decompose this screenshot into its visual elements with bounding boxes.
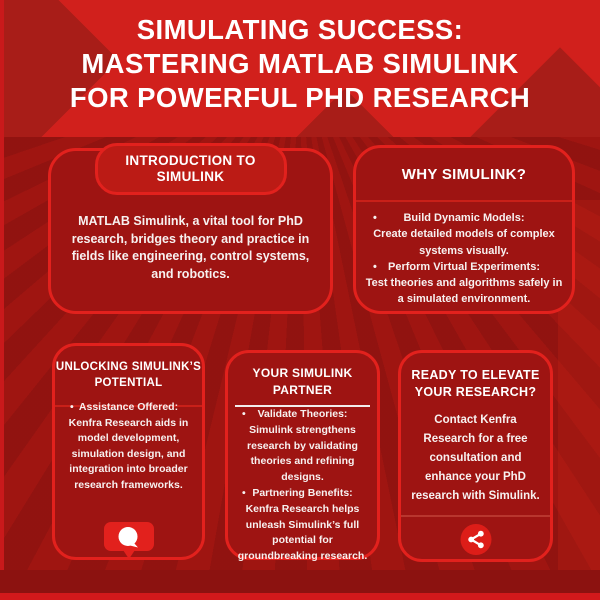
- header-band: [0, 0, 600, 137]
- card-ready-to-elevate: READY TO ELEVATE YOUR RESEARCH? Contact …: [398, 350, 553, 562]
- bullet-icon: •: [70, 401, 74, 413]
- card-introduction-header: INTRODUCTION TO SIMULINK: [94, 143, 287, 195]
- card-partner-list: • Validate Theories: Simulink strengthen…: [228, 399, 377, 565]
- title-line-3: FOR POWERFUL PHD RESEARCH: [69, 82, 531, 113]
- list-item-title: Build Dynamic Models:: [403, 212, 525, 224]
- card-cta-header: READY TO ELEVATE YOUR RESEARCH?: [411, 368, 540, 399]
- bullet-icon: •: [242, 408, 246, 420]
- divider: [401, 515, 550, 517]
- divider: [235, 405, 370, 407]
- card-introduction: INTRODUCTION TO SIMULINK MATLAB Simulink…: [48, 143, 333, 314]
- list-item-text: Test theories and algorithms safely in a…: [365, 277, 563, 306]
- card-unlocking-potential: UNLOCKING SIMULINK’S POTENTIAL • Assista…: [52, 343, 205, 560]
- list-item-title: Perform Virtual Experiments:: [387, 260, 540, 273]
- title-line-2: MASTERING MATLAB SIMULINK: [81, 48, 519, 79]
- left-edge-strip: [0, 0, 4, 600]
- card-unlocking-header: UNLOCKING SIMULINK’S POTENTIAL: [55, 361, 202, 389]
- divider: [55, 405, 202, 407]
- list-item-text: Kenfra Research helps unleash Simulink’s…: [237, 502, 368, 563]
- list-item: • Partnering Benefits: Kenfra Research h…: [232, 486, 373, 565]
- bullet-icon: •: [373, 212, 377, 224]
- card-partner-header: YOUR SIMULINK PARTNER: [252, 366, 353, 397]
- list-item-text: Simulink strengthens research by validat…: [247, 423, 358, 484]
- card-introduction-header-label: INTRODUCTION TO SIMULINK: [125, 153, 256, 184]
- list-item: • Validate Theories: Simulink strengthen…: [232, 407, 373, 486]
- list-item-title: Assistance Offered:: [78, 401, 179, 413]
- card-why-header: WHY SIMULINK?: [401, 165, 527, 183]
- card-simulink-partner: YOUR SIMULINK PARTNER • Validate Theorie…: [225, 350, 380, 562]
- list-item: • Build Dynamic Models: Create detailed …: [363, 210, 565, 259]
- card-unlocking-list: • Assistance Offered: Kenfra Research ai…: [55, 391, 202, 493]
- divider: [356, 200, 572, 202]
- chat-bubble-icon: [103, 522, 154, 560]
- bottom-band: [0, 570, 600, 593]
- card-cta-body: Contact Kenfra Research for a free consu…: [411, 414, 540, 502]
- bottom-edge-strip: [0, 593, 600, 600]
- share-icon: [460, 524, 491, 555]
- list-item: • Perform Virtual Experiments: Test theo…: [363, 259, 565, 308]
- list-item-text: Kenfra Research aids in model developmen…: [68, 416, 189, 491]
- card-why-list: • Build Dynamic Models: Create detailed …: [356, 200, 572, 308]
- bullet-icon: •: [242, 486, 246, 499]
- page-title: SIMULATING SUCCESS: MASTERING MATLAB SIM…: [0, 13, 600, 115]
- list-item-title: Validate Theories:: [257, 408, 348, 420]
- card-why-simulink: WHY SIMULINK? • Build Dynamic Models: Cr…: [353, 145, 575, 314]
- bullet-icon: •: [373, 260, 377, 273]
- list-item-text: Create detailed models of complex system…: [373, 228, 555, 257]
- card-introduction-body: MATLAB Simulink, a vital tool for PhD re…: [71, 214, 310, 281]
- title-line-1: SIMULATING SUCCESS:: [136, 14, 464, 45]
- list-item: • Assistance Offered: Kenfra Research ai…: [60, 400, 197, 493]
- list-item-title: Partnering Benefits:: [252, 486, 353, 499]
